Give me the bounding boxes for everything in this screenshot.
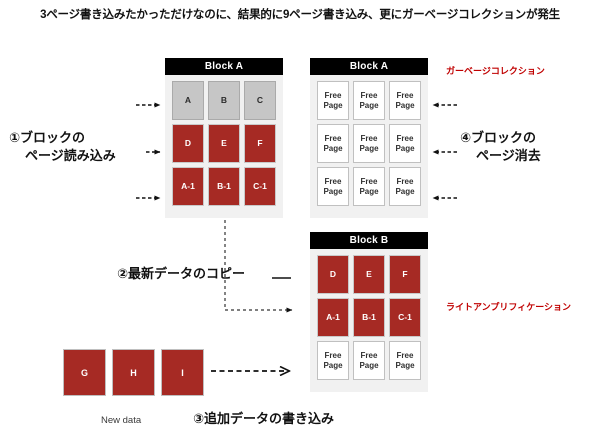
page-cell[interactable]: E xyxy=(208,124,240,163)
page-cell[interactable]: A xyxy=(172,81,204,120)
free-page-cell[interactable]: Free Page xyxy=(353,81,385,120)
page-cell[interactable]: B xyxy=(208,81,240,120)
new-data-caption: New data xyxy=(101,415,142,426)
free-page-cell[interactable]: Free Page xyxy=(353,167,385,206)
step-2-text: ②最新データのコピー xyxy=(117,266,246,281)
garbage-collection-annotation: ガーベージコレクション xyxy=(446,66,545,76)
page-cell[interactable]: D xyxy=(317,255,349,294)
free-page-cell[interactable]: Free Page xyxy=(317,81,349,120)
block-a-source: Block A A B C D E F A-1 B-1 C-1 xyxy=(165,58,283,218)
step-4-label: ④ブロックの ページ消去 xyxy=(460,129,541,164)
block-b-target-grid: D E F A-1 B-1 C-1 Free Page Free Page Fr… xyxy=(310,249,428,387)
free-page-cell[interactable]: Free Page xyxy=(389,81,421,120)
page-cell[interactable]: B-1 xyxy=(353,298,385,337)
block-a-erased-grid: Free Page Free Page Free Page Free Page … xyxy=(310,75,428,213)
step-1-arrows xyxy=(136,102,161,201)
step-4-line1: ④ブロックの xyxy=(460,130,537,145)
free-page-cell[interactable]: Free Page xyxy=(317,124,349,163)
step-3-label: ③追加データの書き込み xyxy=(193,410,334,428)
page-cell[interactable]: C-1 xyxy=(244,167,276,206)
step-1-line1: ①ブロックの xyxy=(9,130,86,145)
free-page-cell[interactable]: Free Page xyxy=(389,341,421,380)
block-a-erased-header: Block A xyxy=(310,58,428,75)
page-cell[interactable]: C-1 xyxy=(389,298,421,337)
page-cell[interactable]: E xyxy=(353,255,385,294)
step-4-line2: ページ消去 xyxy=(476,147,541,163)
step-1-line2: ページ読み込み xyxy=(25,147,116,163)
new-data-page-h[interactable]: H xyxy=(112,349,155,396)
free-page-cell[interactable]: Free Page xyxy=(317,341,349,380)
page-cell[interactable]: F xyxy=(244,124,276,163)
block-a-source-header: Block A xyxy=(165,58,283,75)
page-cell[interactable]: C xyxy=(244,81,276,120)
free-page-cell[interactable]: Free Page xyxy=(389,124,421,163)
block-a-erased: Block A Free Page Free Page Free Page Fr… xyxy=(310,58,428,218)
page-cell[interactable]: B-1 xyxy=(208,167,240,206)
page-cell[interactable]: A-1 xyxy=(172,167,204,206)
page-cell[interactable]: D xyxy=(172,124,204,163)
page-cell[interactable]: A-1 xyxy=(317,298,349,337)
new-data-page-g[interactable]: G xyxy=(63,349,106,396)
block-b-target-header: Block B xyxy=(310,232,428,249)
step-4-arrows xyxy=(432,102,457,201)
block-b-target: Block B D E F A-1 B-1 C-1 Free Page Free… xyxy=(310,232,428,392)
page-cell[interactable]: F xyxy=(389,255,421,294)
step-2-label: ②最新データのコピー xyxy=(117,265,245,283)
free-page-cell[interactable]: Free Page xyxy=(353,124,385,163)
free-page-cell[interactable]: Free Page xyxy=(317,167,349,206)
new-data-page-i[interactable]: I xyxy=(161,349,204,396)
block-a-source-grid: A B C D E F A-1 B-1 C-1 xyxy=(165,75,283,213)
step-1-label: ①ブロックの ページ読み込み xyxy=(9,129,116,164)
write-amplification-annotation: ライトアンプリフィケーション xyxy=(446,302,572,312)
free-page-cell[interactable]: Free Page xyxy=(353,341,385,380)
page-title: 3ページ書き込みたかっただけなのに、結果的に9ページ書き込み、更にガーベージコレ… xyxy=(40,9,560,21)
step-3-text: ③追加データの書き込み xyxy=(193,411,335,426)
free-page-cell[interactable]: Free Page xyxy=(389,167,421,206)
